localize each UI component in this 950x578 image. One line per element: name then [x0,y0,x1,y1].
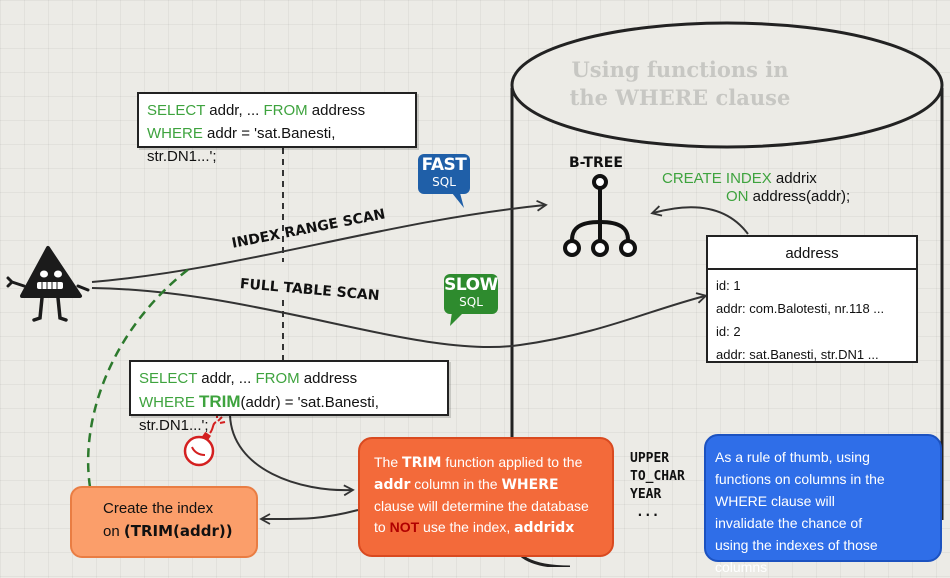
tip-text: As a rule of thumb, using functions on c… [715,449,885,575]
fast-query-line-2: WHERE addr = 'sat.Banesti, str.DN1...'; [147,122,407,168]
title-line-1: Using functions in [571,57,789,82]
sql-text: address [299,370,358,387]
bomb-icon [183,413,226,467]
note-keyword: TRIM [402,455,442,471]
full-table-scan-arrow [91,287,708,349]
slow-query-line-2: WHERE TRIM(addr) = 'sat.Banesti, str.DN1… [139,390,439,437]
sql-keyword: FROM [255,370,300,387]
btree-label: B-TREE [569,155,623,171]
note-text: function applied to the [441,454,583,470]
fast-badge-tail [452,193,464,208]
create-index-line-1: CREATE INDEX addrix [662,170,850,188]
function-example: YEAR [630,487,662,502]
fast-badge-label: FAST [421,155,467,175]
sql-text: address(addr); [748,188,851,205]
sql-text: addr, ... [197,370,256,387]
fix-line-1: Create the index [103,500,214,517]
slow-badge-tail [450,312,464,326]
fast-badge-sub: SQL [432,175,456,189]
note-keyword: addr [374,477,411,493]
sql-keyword: ON [726,188,749,205]
table-row: id: 2 [716,324,741,339]
sql-text: address [307,102,366,119]
note-index-name: addridx [514,520,575,536]
fix-prefix: on [103,523,124,540]
note-text: column in the [410,476,502,492]
sql-text: addrix [771,170,817,187]
table-header: address [708,237,916,270]
sql-keyword: SELECT [147,102,206,119]
sql-text: addr, ... [205,102,264,119]
query-to-note-arrow [229,414,355,497]
table-row: addr: sat.Banesti, str.DN1 ... [716,347,879,362]
fix-code: (TRIM(addr)) [123,522,233,540]
note-text: clause will determine the database to [374,498,589,535]
diagram-title: Using functions in the WHERE clause [560,56,800,112]
create-index-line-2: ON address(addr); [662,188,850,206]
sql-keyword: WHERE [147,125,203,142]
slow-badge-label: SLOW [444,275,498,295]
fast-query-line-1: SELECT addr, ... FROM address [147,99,407,122]
sql-keyword: WHERE [139,394,199,411]
trim-warning-note: The TRIM function applied to the addr co… [358,437,614,557]
function-example: UPPER [630,451,670,466]
create-index-fix-note: Create the index on (TRIM(addr)) [70,486,258,558]
fast-sql-badge: FAST SQL [418,154,470,194]
function-example: ... [636,505,660,520]
sql-function: TRIM [199,392,241,411]
index-range-scan-arrow [91,200,548,283]
note-keyword: WHERE [501,477,559,493]
create-index-statement: CREATE INDEX addrix ON address(addr); [662,170,850,206]
sql-keyword: FROM [263,102,308,119]
rule-of-thumb-tip: As a rule of thumb, using functions on c… [704,434,942,575]
btree-icon [563,174,637,257]
function-examples-list: UPPER TO_CHAR YEAR ... [630,450,685,522]
triangle-character-icon [6,246,90,322]
fix-line-2: on (TRIM(addr)) [103,520,244,543]
function-example: TO_CHAR [630,469,685,484]
title-line-2: the WHERE clause [569,85,791,110]
slow-badge-sub: SQL [459,295,483,309]
slow-sql-badge: SLOW SQL [444,274,498,314]
slow-query-line-1: SELECT addr, ... FROM address [139,367,439,390]
green-dashed-path [86,267,191,488]
note-text: use the index, [419,519,515,535]
sql-keyword: SELECT [139,370,198,387]
slow-query-box: SELECT addr, ... FROM address WHERE TRIM… [129,360,449,434]
sql-keyword: CREATE INDEX [662,170,772,187]
note-not-keyword: NOT [389,519,420,535]
fast-query-box: SELECT addr, ... FROM address WHERE addr… [137,92,417,165]
note-text: The [374,454,403,470]
sql-text: (addr) = 'sat.Banesti, str.DN1...'; [139,394,379,434]
table-body: id: 1 addr: com.Balotesti, nr.118 ... id… [708,270,916,366]
address-table: address id: 1 addr: com.Balotesti, nr.11… [706,235,918,363]
create-index-arrow [650,205,749,235]
table-row: addr: com.Balotesti, nr.118 ... [716,301,885,316]
table-row: id: 1 [716,278,741,293]
sql-text: addr = 'sat.Banesti, str.DN1...'; [147,125,336,165]
note-to-fix-arrow [259,509,359,525]
